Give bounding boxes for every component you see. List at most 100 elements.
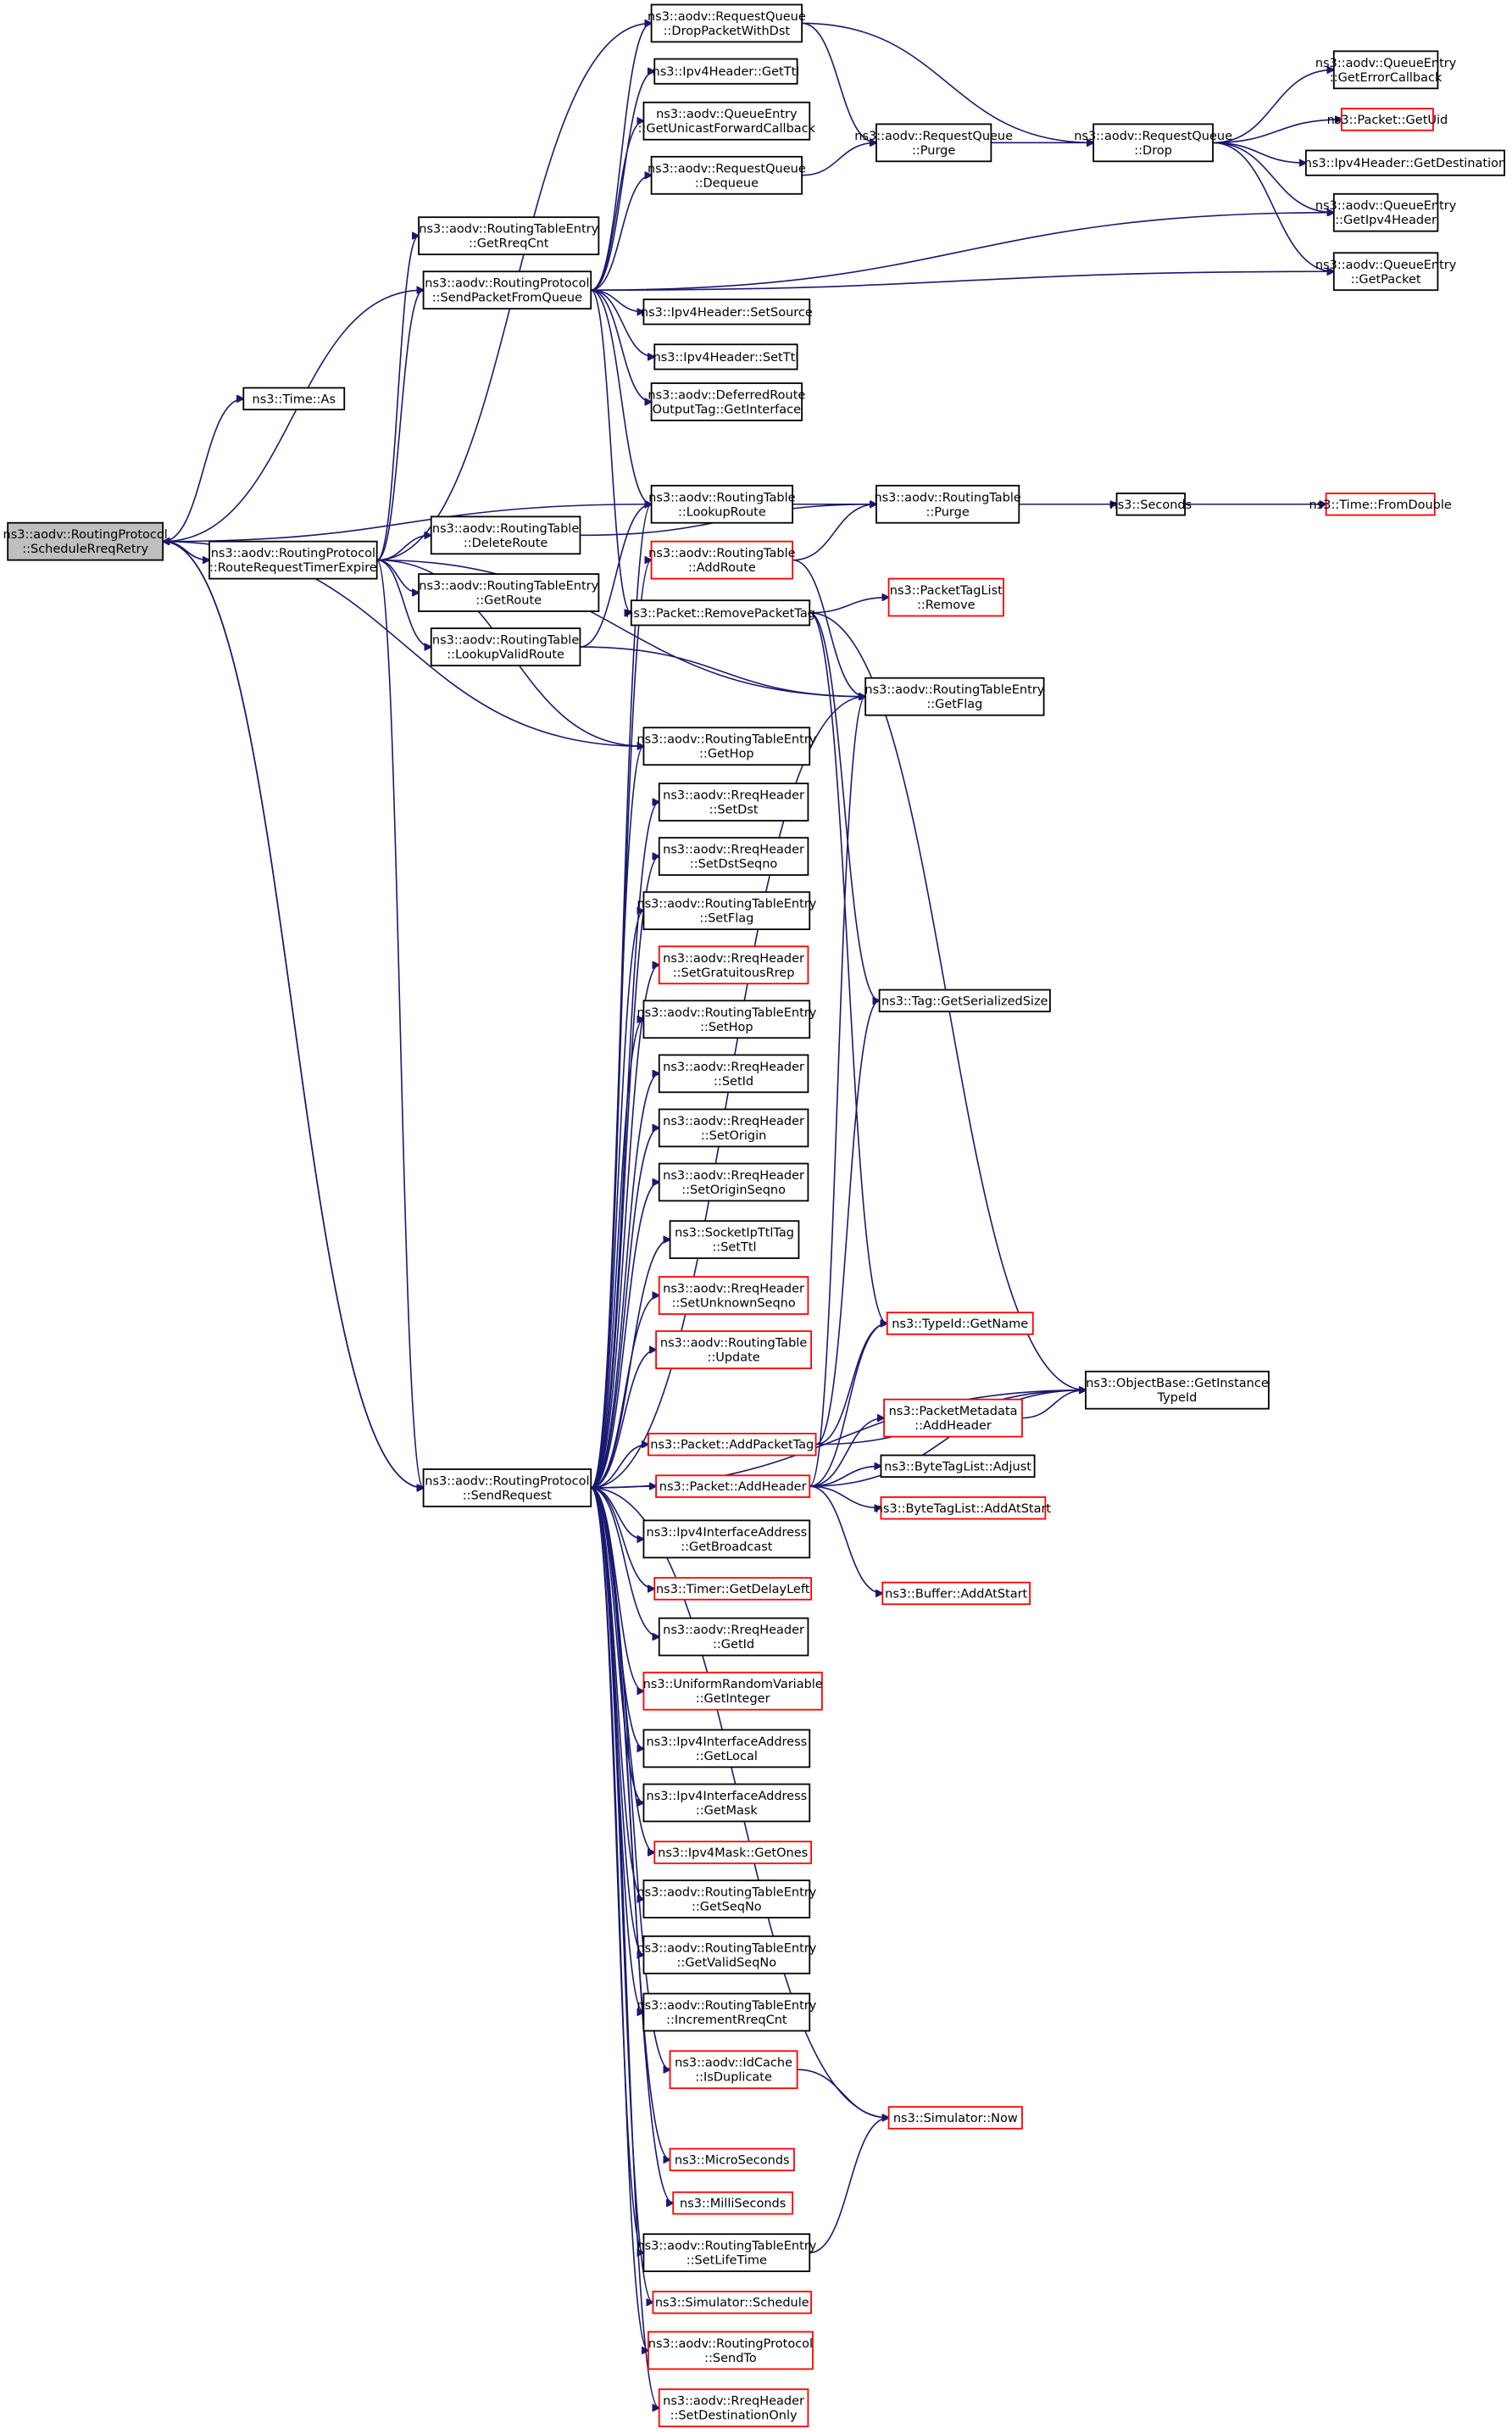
node-incrreq[interactable]: ns3::aodv::RoutingTableEntry::IncrementR… [636, 1992, 817, 2032]
node-addroute[interactable]: ns3::aodv::RoutingTable::AddRoute [648, 540, 796, 580]
node-box[interactable] [642, 891, 811, 931]
node-box[interactable] [642, 101, 811, 141]
node-box[interactable] [880, 1454, 1036, 1479]
node-box[interactable] [7, 521, 164, 561]
node-bufaddatstart[interactable]: ns3::Buffer::AddAtStart [881, 1581, 1031, 1606]
node-fromdouble[interactable]: ns3::Time::FromDouble [1309, 493, 1452, 516]
node-timeas[interactable]: ns3::Time::As [242, 387, 346, 411]
node-box[interactable] [658, 2388, 809, 2428]
node-box[interactable] [642, 1935, 811, 1974]
node-rrte[interactable]: ns3::aodv::RoutingProtocol::RouteRequest… [208, 540, 378, 580]
node-getdest[interactable]: ns3::Ipv4Header::GetDestination [1304, 149, 1506, 176]
node-box[interactable] [418, 573, 600, 612]
node-box[interactable] [658, 783, 809, 822]
node-lookuproute[interactable]: ns3::aodv::RoutingTable::LookupRoute [648, 484, 796, 524]
node-box[interactable] [669, 1220, 800, 1260]
node-box[interactable] [876, 484, 1020, 524]
node-setdstseqno[interactable]: ns3::aodv::RreqHeader::SetDstSeqno [658, 837, 809, 877]
node-box[interactable] [658, 1276, 809, 1315]
node-sethop[interactable]: ns3::aodv::RoutingTableEntry::SetHop [636, 1000, 817, 1039]
node-box[interactable] [1304, 149, 1505, 176]
node-box[interactable] [878, 989, 1051, 1013]
node-getinteger[interactable]: ns3::UniformRandomVariable::GetInteger [642, 1671, 823, 1711]
node-getflag[interactable]: ns3::aodv::RoutingTableEntry::GetFlag [864, 677, 1045, 716]
node-seconds[interactable]: ns3::Seconds [1110, 493, 1192, 516]
node-setsource[interactable]: ns3::Ipv4Header::SetSource [641, 298, 813, 326]
node-box[interactable] [880, 1496, 1047, 1520]
node-setoriginseqno[interactable]: ns3::aodv::RreqHeader::SetOriginSeqno [658, 1162, 809, 1202]
node-box[interactable] [642, 2233, 811, 2273]
node-box[interactable] [430, 627, 581, 666]
node-box[interactable] [655, 1330, 812, 1369]
node-box[interactable] [876, 123, 992, 163]
node-box[interactable] [669, 2147, 795, 2172]
node-rtpurge[interactable]: ns3::aodv::RoutingTable::Purge [874, 484, 1021, 524]
node-getmask[interactable]: ns3::Ipv4InterfaceAddress::GetMask [642, 1783, 811, 1823]
node-box[interactable] [208, 540, 378, 580]
node-box[interactable] [650, 540, 794, 580]
node-box[interactable] [1092, 123, 1214, 163]
node-box[interactable] [642, 1519, 811, 1559]
node-gufc[interactable]: ns3::aodv::QueueEntry::GetUnicastForward… [638, 101, 816, 141]
node-box[interactable] [652, 2291, 812, 2314]
node-typeidname[interactable]: ns3::TypeId::GetName [886, 1312, 1034, 1335]
node-box[interactable] [1325, 493, 1436, 516]
node-micro[interactable]: ns3::MicroSeconds [669, 2147, 795, 2172]
node-root[interactable]: ns3::aodv::RoutingProtocol::ScheduleRreq… [3, 521, 168, 561]
node-getlocal[interactable]: ns3::Ipv4InterfaceAddress::GetLocal [642, 1729, 811, 1768]
node-box[interactable] [1115, 493, 1187, 516]
node-box[interactable] [650, 382, 803, 421]
node-box[interactable] [887, 2106, 1023, 2130]
node-setttl[interactable]: ns3::Ipv4Header::SetTtl [653, 343, 799, 370]
node-box[interactable] [881, 1581, 1031, 1606]
node-setunknown[interactable]: ns3::aodv::RreqHeader::SetUnknownSeqno [658, 1276, 809, 1315]
node-box[interactable] [430, 515, 581, 555]
node-getpacket[interactable]: ns3::aodv::QueueEntry::GetPacket [1315, 252, 1457, 292]
node-getuid[interactable]: ns3::Packet::GetUid [1327, 108, 1448, 131]
node-box[interactable] [653, 1577, 812, 1601]
node-box[interactable] [650, 3, 803, 43]
node-addpkttag[interactable]: ns3::Packet::AddPacketTag [648, 1433, 817, 1457]
node-getrreqcnt[interactable]: ns3::aodv::RoutingTableEntry::GetRreqCnt [418, 216, 600, 256]
node-box[interactable] [418, 216, 600, 256]
node-deleteroute[interactable]: ns3::aodv::RoutingTable::DeleteRoute [430, 515, 581, 555]
node-box[interactable] [669, 2050, 798, 2090]
node-schedule[interactable]: ns3::Simulator::Schedule [652, 2291, 812, 2314]
node-box[interactable] [642, 1992, 811, 2032]
node-setdst[interactable]: ns3::aodv::RreqHeader::SetDst [658, 783, 809, 822]
node-box[interactable] [886, 1312, 1034, 1335]
node-milli[interactable]: ns3::MilliSeconds [672, 2191, 794, 2215]
node-box[interactable] [658, 1617, 809, 1657]
node-sendto[interactable]: ns3::aodv::RoutingProtocol::SendTo [648, 2331, 814, 2370]
node-box[interactable] [648, 1433, 817, 1457]
node-box[interactable] [887, 577, 1004, 617]
node-box[interactable] [642, 1671, 823, 1711]
node-rqpurge[interactable]: ns3::aodv::RequestQueue::Purge [854, 123, 1013, 163]
node-lookupvalid[interactable]: ns3::aodv::RoutingTable::LookupValidRout… [430, 627, 581, 666]
node-addheader[interactable]: ns3::Packet::AddHeader [655, 1474, 811, 1498]
node-box[interactable] [642, 298, 811, 326]
node-rtupdate[interactable]: ns3::aodv::RoutingTable::Update [655, 1330, 812, 1369]
node-box[interactable] [1332, 192, 1439, 232]
node-box[interactable] [653, 343, 798, 370]
node-box[interactable] [1341, 108, 1434, 131]
node-box[interactable] [658, 837, 809, 877]
node-pmaddheader[interactable]: ns3::PacketMetadata::AddHeader [883, 1398, 1023, 1438]
node-getipv4h[interactable]: ns3::aodv::QueueEntry::GetIpv4Header [1315, 192, 1457, 232]
node-box[interactable] [422, 1468, 592, 1507]
node-box[interactable] [658, 1162, 809, 1202]
node-box[interactable] [242, 387, 346, 411]
node-getbroadcast[interactable]: ns3::Ipv4InterfaceAddress::GetBroadcast [642, 1519, 811, 1559]
node-box[interactable] [642, 1880, 811, 1919]
node-box[interactable] [653, 1841, 812, 1864]
node-gec[interactable]: ns3::aodv::QueueEntry::GetErrorCallback [1315, 50, 1457, 90]
node-box[interactable] [642, 1000, 811, 1039]
node-box[interactable] [658, 1108, 809, 1148]
node-isdup[interactable]: ns3::aodv::IdCache::IsDuplicate [669, 2050, 798, 2090]
node-box[interactable] [650, 484, 794, 524]
node-box[interactable] [422, 270, 592, 310]
node-simnow[interactable]: ns3::Simulator::Now [887, 2106, 1023, 2130]
node-dequeue[interactable]: ns3::aodv::RequestQueue::Dequeue [648, 155, 806, 195]
node-getdelayleft[interactable]: ns3::Timer::GetDelayLeft [653, 1577, 812, 1601]
